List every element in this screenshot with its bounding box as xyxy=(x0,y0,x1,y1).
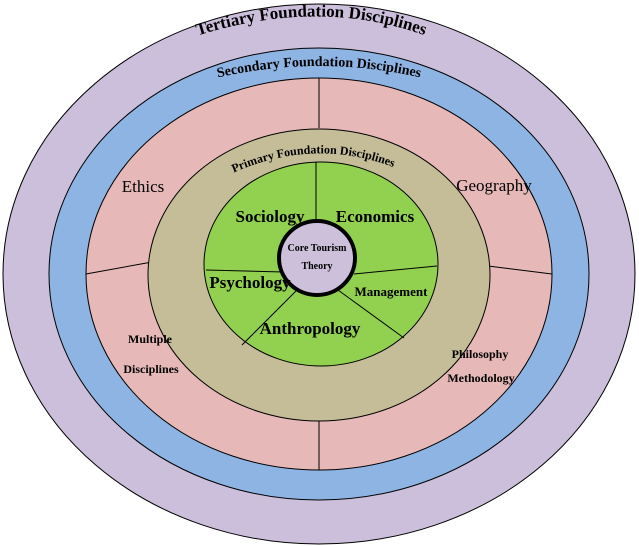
divider-right xyxy=(487,265,553,275)
anthropology-label: Anthropology xyxy=(260,319,361,338)
multiple-disciplines-label-line2: Disciplines xyxy=(123,362,179,376)
methodology-label: Methodology xyxy=(447,371,514,385)
management-label: Management xyxy=(355,284,429,299)
core-tourism-label-line2: Theory xyxy=(301,261,332,272)
psychology-label: Psychology xyxy=(209,273,291,292)
sociology-label: Sociology xyxy=(236,207,305,226)
spoke-lower-right xyxy=(337,289,405,339)
spoke-right xyxy=(353,265,438,275)
geography-label: Geography xyxy=(456,176,532,195)
philosophy-label: Philosophy xyxy=(452,347,509,361)
spoke-left xyxy=(205,269,284,273)
ethics-label: Ethics xyxy=(122,177,165,196)
economics-label: Economics xyxy=(336,207,415,226)
divider-left xyxy=(85,261,153,275)
core-tourism-label-line1: Core Tourism xyxy=(288,243,348,254)
core-tourism-theory-circle xyxy=(277,219,357,297)
multiple-disciplines-label-line1: Multiple xyxy=(128,332,173,346)
spoke-lower-left xyxy=(241,289,298,346)
